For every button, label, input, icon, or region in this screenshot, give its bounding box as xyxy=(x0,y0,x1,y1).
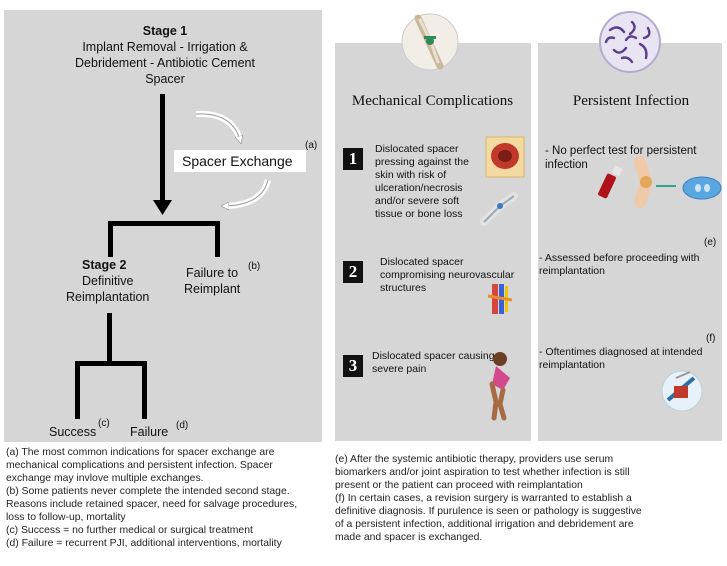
patient-knee-pain-icon xyxy=(489,352,510,421)
blood-vessels-icon xyxy=(487,284,513,314)
skin-wound-icon xyxy=(485,136,525,178)
knee-implant-icon xyxy=(401,13,459,71)
item-number-2: 2 xyxy=(343,261,363,283)
note-right-line: biomarkers and/or joint aspiration to te… xyxy=(335,467,630,478)
spacer-exchange-box xyxy=(174,150,306,172)
stage2-title: Stage 2 xyxy=(82,258,127,272)
mech-item-1-line: skin with risk of xyxy=(375,169,447,181)
stage2-line xyxy=(107,313,112,363)
note-left-line: (d) Failure = recurrent PJI, additional … xyxy=(6,538,282,549)
inf-item-3-line: reimplantation xyxy=(539,359,605,371)
inf-item-3: - Oftentimes diagnosed at intended reimp… xyxy=(539,346,702,372)
main-arrow-shaft xyxy=(160,94,165,200)
inf-item-2: - Assessed before proceeding with reimpl… xyxy=(539,252,700,278)
note-right-line: of a persistent infection, additional ir… xyxy=(335,519,634,530)
petri-dish-icon xyxy=(682,176,722,200)
note-left-line: loss to follow-up, mortality xyxy=(6,512,126,523)
inf-item-1-line: infection xyxy=(545,159,588,171)
note-right-line: made and spacer is exchanged. xyxy=(335,532,483,543)
main-arrow-head xyxy=(153,200,172,215)
note-right-line: (f) In certain cases, a revision surgery… xyxy=(335,493,632,504)
label-a: (a) xyxy=(305,140,318,151)
mech-item-1-line: Dislocated spacer xyxy=(375,143,459,155)
stage2-line1: Definitive xyxy=(82,274,134,288)
mech-item-1-line: pressing against the xyxy=(375,156,469,168)
knee-xray-icon xyxy=(480,192,518,226)
inf-item-2-line: reimplantation xyxy=(539,265,605,277)
blood-tube-icon xyxy=(598,165,623,199)
inf-item-2-line: - Assessed before proceeding with xyxy=(539,252,700,264)
mech-item-2-line: compromising neurovascular xyxy=(380,269,515,281)
label-f: (f) xyxy=(706,333,716,344)
label-d: (d) xyxy=(176,420,189,431)
inf-item-1: - No perfect test for persistent infecti… xyxy=(545,144,696,172)
inf-item-1-line: - No perfect test for persistent xyxy=(545,145,697,157)
inf-item-3-line: - Oftentimes diagnosed at intended xyxy=(539,346,703,358)
surgery-icon xyxy=(661,370,703,412)
mech-item-3: Dislocated spacer causing severe pain xyxy=(372,350,495,376)
bacteria-petri-icon xyxy=(599,11,661,73)
mech-item-1-line: tissue or bone loss xyxy=(375,208,463,220)
note-left-line: mechanical complications and persistent … xyxy=(6,460,273,471)
mech-item-1-line: and/or severe soft xyxy=(375,195,460,207)
note-left-line: (a) The most common indications for spac… xyxy=(6,447,275,458)
notes-left: (a) The most common indications for spac… xyxy=(6,446,297,550)
mech-item-3-line: Dislocated spacer causing xyxy=(372,350,495,362)
stage1-title: Stage 1 xyxy=(142,24,188,38)
outcome-bracket xyxy=(75,361,147,366)
note-left-line: exchange may invlove multiple exchanges. xyxy=(6,473,204,484)
success-label: Success xyxy=(49,425,97,439)
failure-label: Failure xyxy=(130,425,169,439)
label-b: (b) xyxy=(248,261,261,272)
mechanical-title: Mechanical Complications xyxy=(351,93,514,109)
stage1-line1: Implant Removal - Irrigation & xyxy=(82,40,248,54)
item-number-1: 1 xyxy=(343,148,363,170)
note-left-line: (c) Success = no further medical or surg… xyxy=(6,525,253,536)
label-c: (c) xyxy=(98,418,110,429)
mech-item-1: Dislocated spacer pressing against the s… xyxy=(375,143,469,221)
mech-item-2-line: Dislocated spacer xyxy=(380,256,464,268)
failure-reimplant-line1: Failure to xyxy=(186,266,239,280)
knee-joint-icon xyxy=(634,156,676,208)
label-e: (e) xyxy=(704,237,717,248)
failure-reimplant-line2: Reimplant xyxy=(184,282,241,296)
note-right-line: present or the patient can proceed with … xyxy=(335,480,583,491)
note-right-line: (e) After the systemic antibiotic therap… xyxy=(335,454,614,465)
mech-item-3-line: severe pain xyxy=(372,363,427,375)
item-number-3: 3 xyxy=(343,355,363,377)
mech-item-2: Dislocated spacer compromising neurovasc… xyxy=(380,256,514,295)
mech-item-1-line: ulceration/necrosis xyxy=(375,182,463,194)
mech-item-2-line: structures xyxy=(380,282,427,294)
spacer-exchange-label: Spacer Exchange xyxy=(182,153,293,169)
note-left-line: (b) Some patients never complete the int… xyxy=(6,486,290,497)
stage2-line2: Reimplantation xyxy=(66,290,150,304)
note-left-line: Reasons include retained spacer, need fo… xyxy=(6,499,298,510)
stage1-line2: Debridement - Antibiotic Cement xyxy=(75,56,255,70)
infection-title: Persistent Infection xyxy=(572,93,690,109)
split-bracket-top xyxy=(108,221,220,226)
note-right-line: definitive diagnosis. If purulence is se… xyxy=(335,506,642,517)
notes-right: (e) After the systemic antibiotic therap… xyxy=(335,453,642,544)
stage1-line3: Spacer xyxy=(145,72,185,86)
